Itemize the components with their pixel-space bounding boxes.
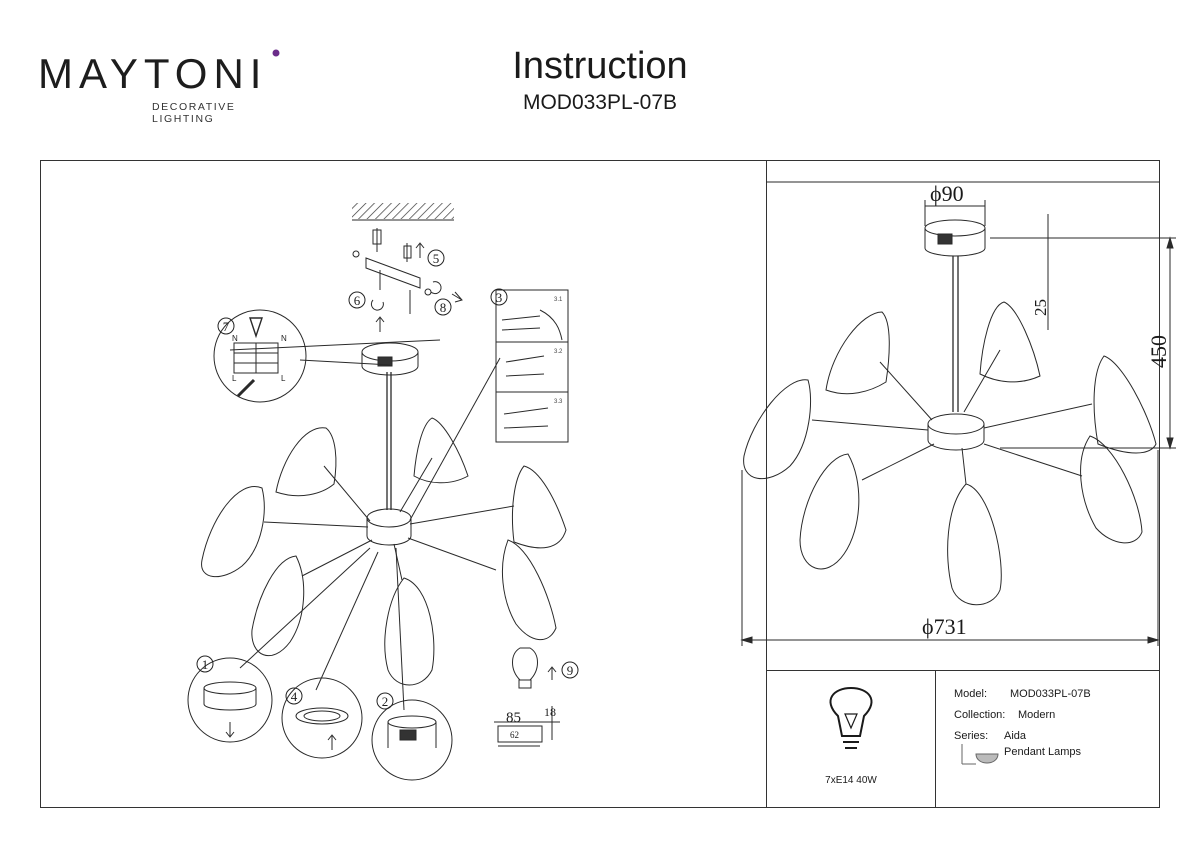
svg-text:9: 9 bbox=[567, 663, 574, 678]
svg-text:2: 2 bbox=[382, 694, 389, 709]
pendant-lamp-icon bbox=[961, 744, 999, 765]
step-labels: 1 2 3 4 5 6 7 8 9 bbox=[196, 249, 579, 710]
step-6-marker: 6 bbox=[348, 291, 366, 309]
step-3-marker: 3 bbox=[490, 288, 508, 306]
ceiling-hatch bbox=[352, 203, 454, 219]
svg-text:8: 8 bbox=[440, 300, 447, 315]
substep-3-3: 3.3 bbox=[554, 399, 563, 405]
canopy-diameter-label: ϕ90 bbox=[930, 181, 964, 206]
right-dimension-drawing bbox=[740, 181, 1176, 646]
svg-text:1: 1 bbox=[202, 657, 209, 672]
power-rating: 7xE14 40W bbox=[825, 775, 877, 786]
logo-accent-dot bbox=[272, 49, 280, 57]
svg-text:18: 18 bbox=[544, 705, 556, 719]
model-label: Model: bbox=[954, 688, 988, 700]
brand-tagline: DECORATIVE LIGHTING bbox=[152, 101, 236, 125]
model-code-heading: MOD033PL-07B bbox=[522, 91, 678, 114]
model-value: MOD033PL-07B bbox=[1010, 688, 1091, 700]
svg-text:5: 5 bbox=[433, 251, 440, 266]
terminal-labels: N L N L bbox=[232, 334, 287, 383]
svg-text:6: 6 bbox=[354, 293, 361, 308]
svg-text:N: N bbox=[281, 334, 287, 343]
step-2-marker: 2 bbox=[376, 692, 394, 710]
svg-text:62: 62 bbox=[510, 730, 519, 740]
brand-name: MAYTONI bbox=[38, 50, 268, 97]
bulb-icon bbox=[829, 686, 873, 749]
drawing-frame bbox=[40, 160, 1160, 808]
dimension-labels: ϕ90 25 450 ϕ731 bbox=[922, 181, 1171, 639]
canopy-height-label: 25 bbox=[1031, 299, 1050, 316]
svg-text:L: L bbox=[281, 374, 286, 383]
collection-value: Modern bbox=[1018, 709, 1056, 721]
svg-text:L: L bbox=[232, 374, 237, 383]
frame-divider bbox=[766, 160, 767, 808]
step-8-marker: 8 bbox=[434, 298, 452, 316]
left-assembly bbox=[187, 203, 569, 781]
svg-text:7: 7 bbox=[223, 319, 230, 334]
series-label: Series: bbox=[954, 730, 989, 742]
svg-text:4: 4 bbox=[291, 689, 298, 704]
bulb-dimensions: 85 62 18 bbox=[506, 705, 556, 740]
power-cell: 7xE14 40W bbox=[766, 671, 936, 808]
total-diameter-label: ϕ731 bbox=[922, 614, 967, 639]
svg-text:N: N bbox=[232, 334, 238, 343]
svg-text:3: 3 bbox=[496, 290, 503, 305]
page-title: Instruction bbox=[512, 45, 688, 87]
svg-text:85: 85 bbox=[506, 710, 521, 726]
collection-label: Collection: bbox=[954, 709, 1006, 721]
substep-3-1: 3.1 bbox=[554, 297, 563, 303]
step-4-marker: 4 bbox=[285, 687, 303, 705]
lamp-type: Pendant Lamps bbox=[1004, 746, 1082, 758]
step-1-marker: 1 bbox=[196, 655, 214, 673]
step-5-marker: 5 bbox=[427, 249, 445, 267]
product-info-box: 7xE14 40W Model: MOD033PL-07B Collection… bbox=[766, 670, 1160, 808]
total-height-label: 450 bbox=[1146, 335, 1171, 368]
step-7-marker: 7 bbox=[217, 317, 235, 335]
substep-labels: 3.1 3.2 3.3 bbox=[554, 297, 563, 405]
brand-logo: MAYTONI DECORATIVE LIGHTING bbox=[38, 50, 288, 125]
series-value: Aida bbox=[1004, 730, 1027, 742]
substep-3-2: 3.2 bbox=[554, 349, 563, 355]
step-9-marker: 9 bbox=[561, 661, 579, 679]
